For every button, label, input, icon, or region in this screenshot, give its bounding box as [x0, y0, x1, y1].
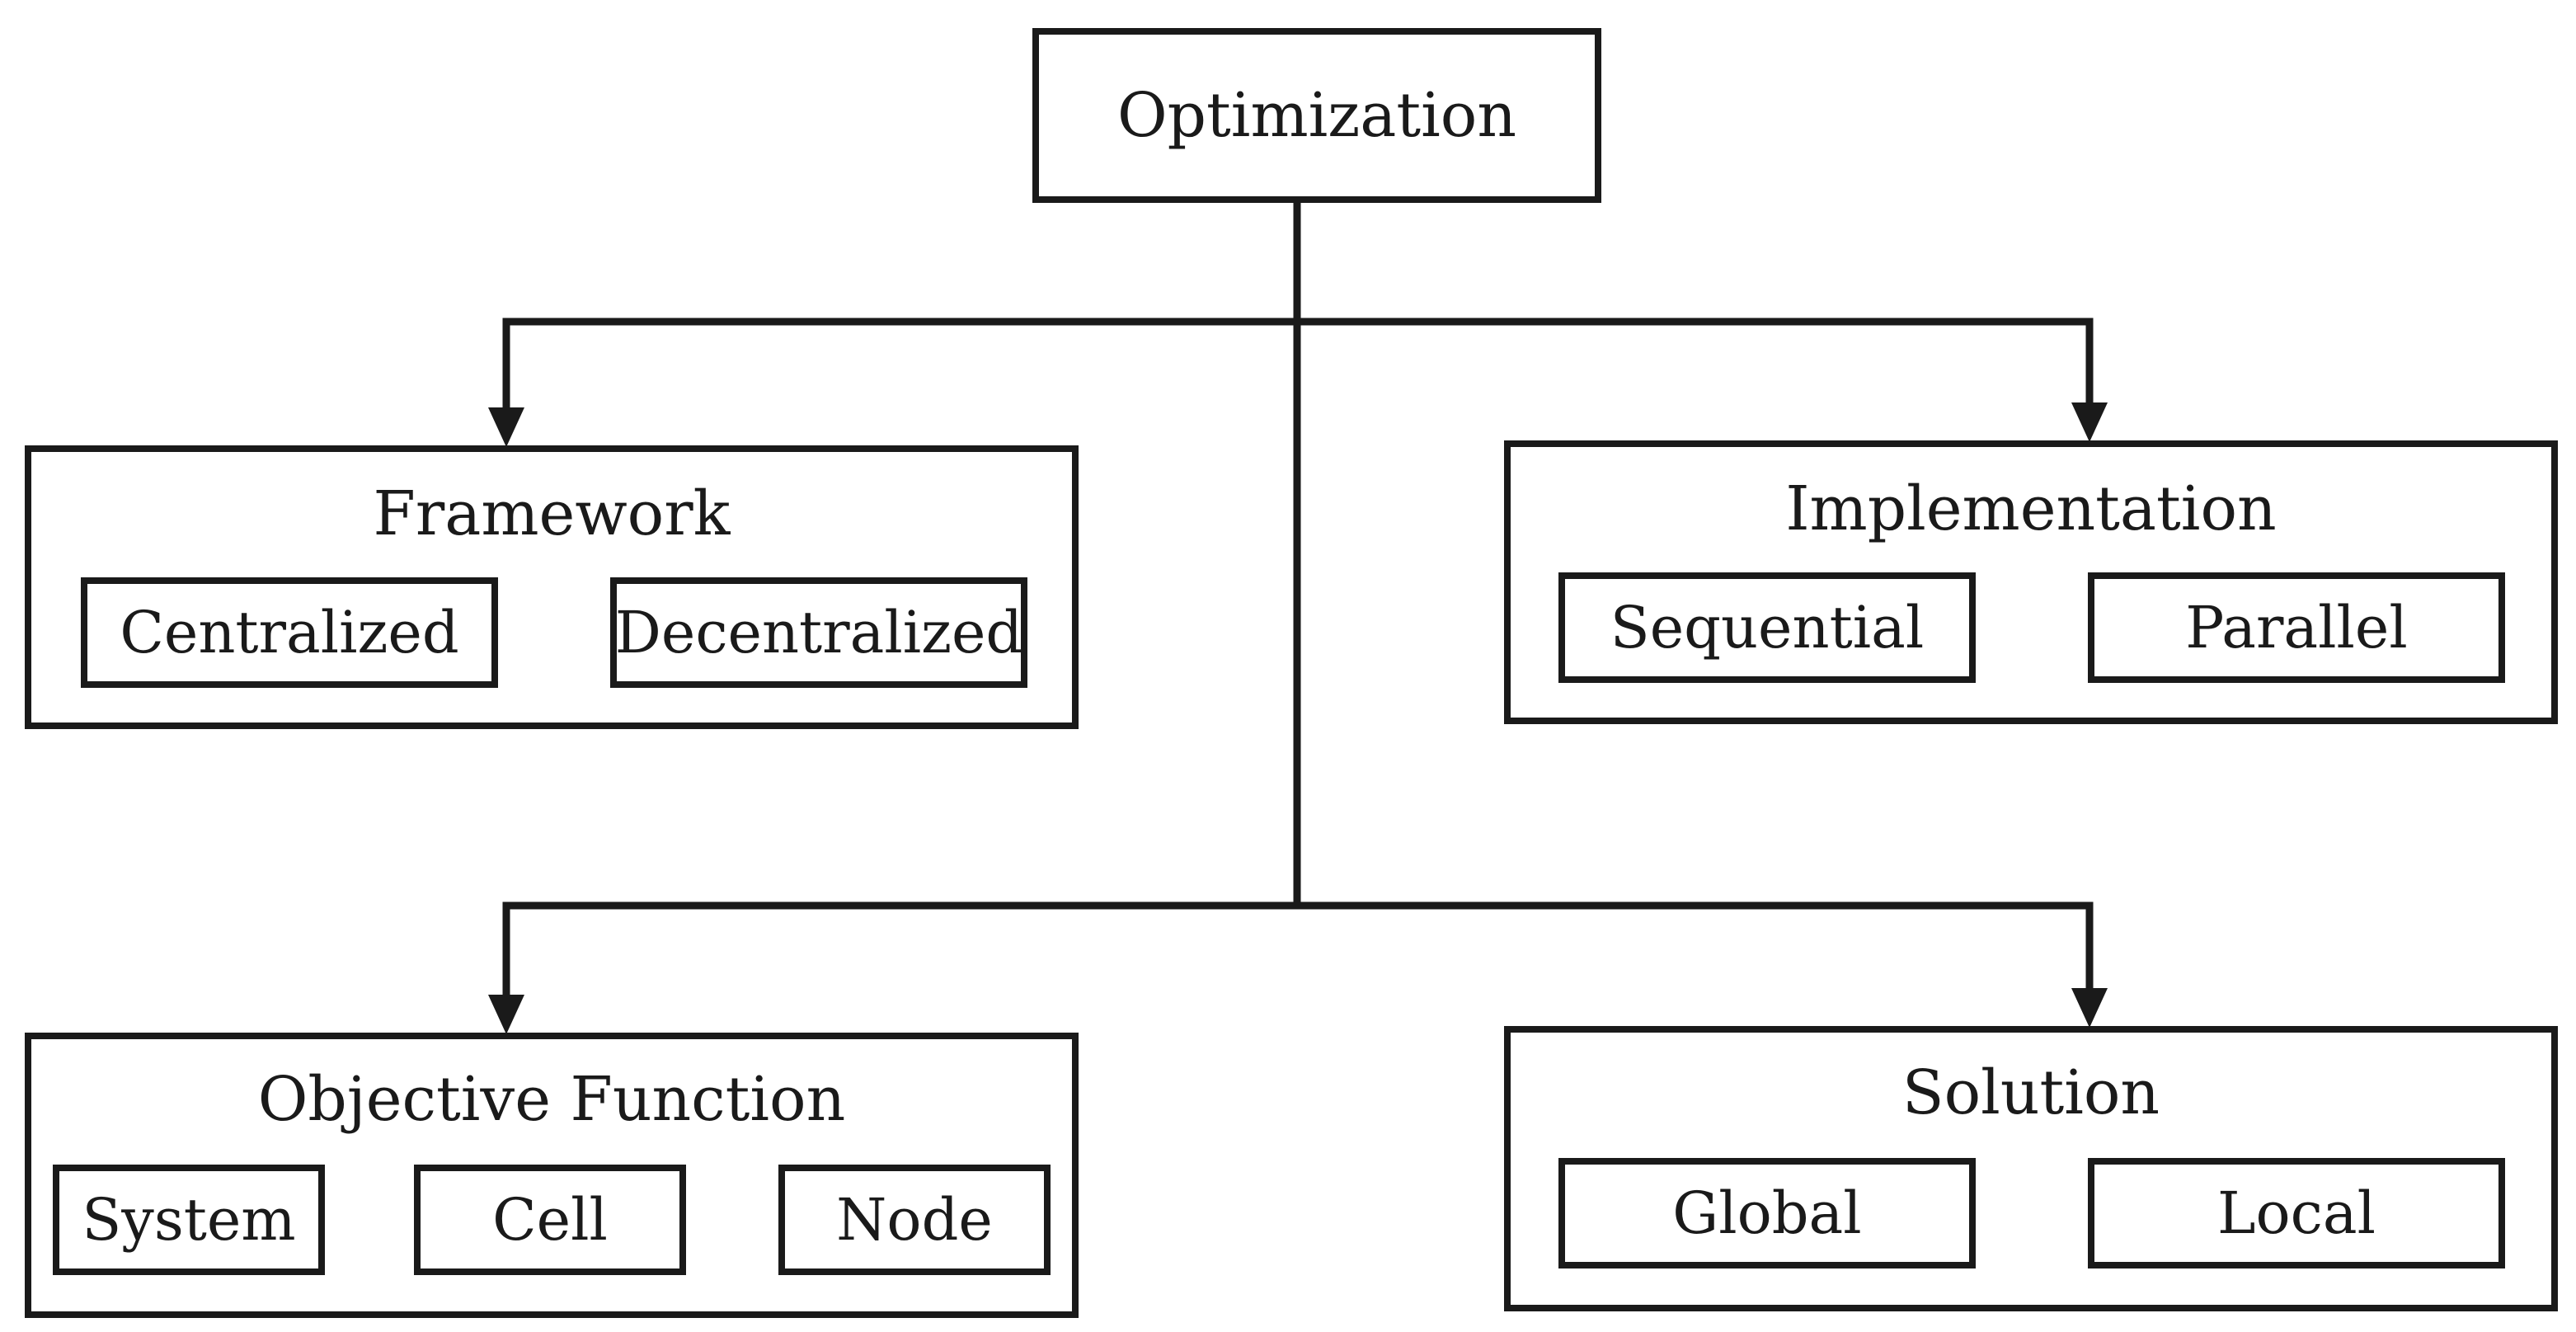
arrowhead-objective — [488, 995, 524, 1034]
framework-item-centralized: Centralized — [81, 577, 498, 688]
implementation-item-sequential: Sequential — [1558, 572, 1976, 683]
objective-item-node: Node — [778, 1165, 1051, 1275]
root-node-box: Optimization — [1032, 28, 1601, 203]
solution-item-global: Global — [1558, 1158, 1976, 1268]
arrowhead-solution — [2071, 988, 2108, 1028]
arrowhead-framework — [488, 407, 524, 447]
root-node-label: Optimization — [1117, 80, 1516, 151]
solution-title: Solution — [1901, 1057, 2160, 1128]
objective-function-box: Objective Function System Cell Node — [25, 1033, 1079, 1318]
framework-title: Framework — [373, 478, 731, 549]
implementation-title: Implementation — [1785, 473, 2277, 544]
implementation-box: Implementation Sequential Parallel — [1504, 440, 2558, 724]
implementation-item-parallel: Parallel — [2088, 572, 2505, 683]
framework-box: Framework Centralized Decentralized — [25, 445, 1079, 729]
objective-item-system: System — [53, 1165, 325, 1275]
solution-box: Solution Global Local — [1504, 1026, 2558, 1311]
objective-function-title: Objective Function — [257, 1064, 846, 1135]
arrowhead-implementation — [2071, 402, 2108, 442]
framework-item-decentralized: Decentralized — [610, 577, 1027, 688]
solution-item-local: Local — [2088, 1158, 2505, 1268]
objective-item-cell: Cell — [414, 1165, 686, 1275]
